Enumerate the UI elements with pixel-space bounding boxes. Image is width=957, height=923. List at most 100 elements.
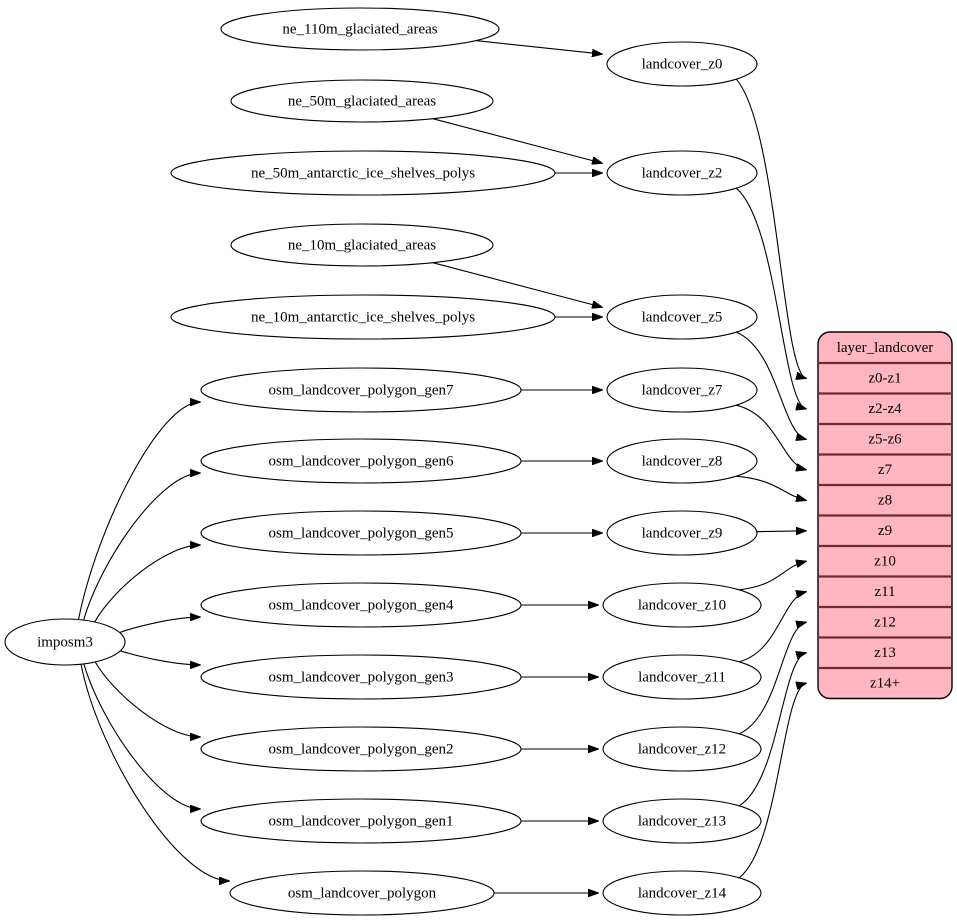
node-landcover_z0[interactable]: landcover_z0: [606, 41, 758, 87]
table-row[interactable]: z2-z4: [818, 394, 952, 425]
node-osm_landcover_polygon[interactable]: osm_landcover_polygon: [229, 870, 495, 916]
node-landcover_z5[interactable]: landcover_z5: [606, 294, 758, 340]
edge-landcover_z12-to-table-z12: [738, 622, 806, 735]
node-landcover_z8[interactable]: landcover_z8: [606, 438, 758, 484]
node-shape[interactable]: [170, 294, 556, 340]
node-osm_landcover_polygon_gen1[interactable]: osm_landcover_polygon_gen1: [200, 798, 522, 844]
node-shape[interactable]: [606, 150, 758, 196]
table-row[interactable]: z0-z1: [818, 363, 952, 394]
node-osm_landcover_polygon_gen3[interactable]: osm_landcover_polygon_gen3: [200, 654, 522, 700]
table-row[interactable]: z14+: [818, 668, 952, 699]
node-label: ne_10m_glaciated_areas: [288, 237, 436, 253]
node-landcover_z9[interactable]: landcover_z9: [606, 510, 758, 556]
node-shape[interactable]: [606, 41, 758, 87]
table-row-label: z12: [874, 615, 896, 631]
edge-imposm3-to-osm_landcover_polygon: [80, 664, 229, 881]
node-osm_landcover_polygon_gen5[interactable]: osm_landcover_polygon_gen5: [200, 510, 522, 556]
edge-ne_110m_glaciated_areas-to-landcover_z0: [475, 40, 602, 55]
node-shape[interactable]: [200, 367, 522, 413]
table-row[interactable]: z10: [818, 546, 952, 577]
node-landcover_z12[interactable]: landcover_z12: [602, 726, 762, 772]
node-shape[interactable]: [602, 582, 762, 628]
node-label: osm_landcover_polygon_gen7: [269, 382, 454, 398]
edge-landcover_z7-to-table-z7: [736, 404, 806, 470]
table-row-label: z10: [874, 554, 896, 570]
node-shape[interactable]: [230, 79, 494, 123]
edge-landcover_z14-to-table-z14+: [738, 683, 806, 879]
edge-landcover_z5-to-table-z5-z6: [736, 331, 806, 439]
node-landcover_z13[interactable]: landcover_z13: [602, 798, 762, 844]
node-label: landcover_z12: [638, 741, 726, 757]
node-shape[interactable]: [229, 870, 495, 916]
edge-imposm3-to-osm_landcover_polygon_gen5: [94, 545, 200, 623]
node-shape[interactable]: [200, 582, 522, 628]
table-row[interactable]: z5-z6: [818, 424, 952, 455]
edge-landcover_z11-to-table-z11: [739, 592, 806, 663]
node-shape[interactable]: [200, 654, 522, 700]
node-osm_landcover_polygon_gen4[interactable]: osm_landcover_polygon_gen4: [200, 582, 522, 628]
node-shape[interactable]: [606, 510, 758, 556]
node-shape[interactable]: [606, 294, 758, 340]
node-landcover_z14[interactable]: landcover_z14: [602, 870, 762, 916]
node-ne_10m_glaciated_areas[interactable]: ne_10m_glaciated_areas: [230, 223, 494, 267]
node-shape[interactable]: [200, 798, 522, 844]
node-shape[interactable]: [602, 870, 762, 916]
node-label: ne_50m_antarctic_ice_shelves_polys: [251, 165, 475, 181]
table-row[interactable]: z13: [818, 638, 952, 669]
node-landcover_z7[interactable]: landcover_z7: [606, 367, 758, 413]
node-label: landcover_z0: [642, 56, 723, 72]
node-shape[interactable]: [602, 726, 762, 772]
node-shape[interactable]: [602, 798, 762, 844]
node-shape[interactable]: [606, 367, 758, 413]
node-landcover_z2[interactable]: landcover_z2: [606, 150, 758, 196]
node-label: osm_landcover_polygon_gen5: [269, 525, 454, 541]
table-row[interactable]: z7: [818, 455, 952, 486]
edge-landcover_z2-to-table-z2-z4: [735, 187, 806, 409]
node-shape[interactable]: [4, 618, 126, 666]
table-row-label: z7: [878, 462, 893, 478]
node-shape[interactable]: [220, 7, 500, 51]
node-shape[interactable]: [602, 654, 762, 700]
node-landcover_z10[interactable]: landcover_z10: [602, 582, 762, 628]
node-shape[interactable]: [606, 438, 758, 484]
node-shape[interactable]: [200, 510, 522, 556]
node-osm_landcover_polygon_gen6[interactable]: osm_landcover_polygon_gen6: [200, 438, 522, 484]
node-imposm3[interactable]: imposm3: [4, 618, 126, 666]
node-label: osm_landcover_polygon_gen1: [269, 813, 454, 829]
edges-layer: [77, 40, 807, 893]
edge-imposm3-to-osm_landcover_polygon_gen6: [83, 473, 200, 621]
table-row[interactable]: z8: [818, 485, 952, 516]
table-row[interactable]: z11: [818, 577, 952, 608]
table-header-label: layer_landcover: [837, 340, 934, 356]
node-label: landcover_z7: [642, 382, 723, 398]
table-row[interactable]: z12: [818, 607, 952, 638]
node-shape[interactable]: [170, 150, 556, 196]
edge-landcover_z9-to-table-z9: [756, 531, 806, 532]
node-shape[interactable]: [200, 726, 522, 772]
edge-imposm3-to-osm_landcover_polygon_gen1: [83, 663, 200, 809]
edge-landcover_z8-to-table-z8: [736, 475, 806, 500]
table-row-label: z8: [878, 493, 892, 509]
node-shape[interactable]: [200, 438, 522, 484]
node-label: ne_10m_antarctic_ice_shelves_polys: [251, 309, 475, 325]
node-ne_10m_antarctic_ice_shelves_polys[interactable]: ne_10m_antarctic_ice_shelves_polys: [170, 294, 556, 340]
node-landcover_z11[interactable]: landcover_z11: [602, 654, 762, 700]
node-label: landcover_z13: [638, 813, 726, 829]
node-label: osm_landcover_polygon_gen2: [269, 741, 454, 757]
table-row-label: z5-z6: [868, 432, 902, 448]
node-osm_landcover_polygon_gen2[interactable]: osm_landcover_polygon_gen2: [200, 726, 522, 772]
node-shape[interactable]: [230, 223, 494, 267]
table-row[interactable]: z9: [818, 516, 952, 547]
edge-landcover_z13-to-table-z13: [738, 653, 806, 807]
node-ne_110m_glaciated_areas[interactable]: ne_110m_glaciated_areas: [220, 7, 500, 51]
node-label: landcover_z2: [642, 165, 723, 181]
node-label: landcover_z9: [642, 525, 723, 541]
node-label: osm_landcover_polygon: [288, 885, 437, 901]
node-ne_50m_glaciated_areas[interactable]: ne_50m_glaciated_areas: [230, 79, 494, 123]
node-osm_landcover_polygon_gen7[interactable]: osm_landcover_polygon_gen7: [200, 367, 522, 413]
node-label: landcover_z5: [642, 309, 723, 325]
edge-landcover_z10-to-table-z10: [739, 561, 806, 591]
node-ne_50m_antarctic_ice_shelves_polys[interactable]: ne_50m_antarctic_ice_shelves_polys: [170, 150, 556, 196]
